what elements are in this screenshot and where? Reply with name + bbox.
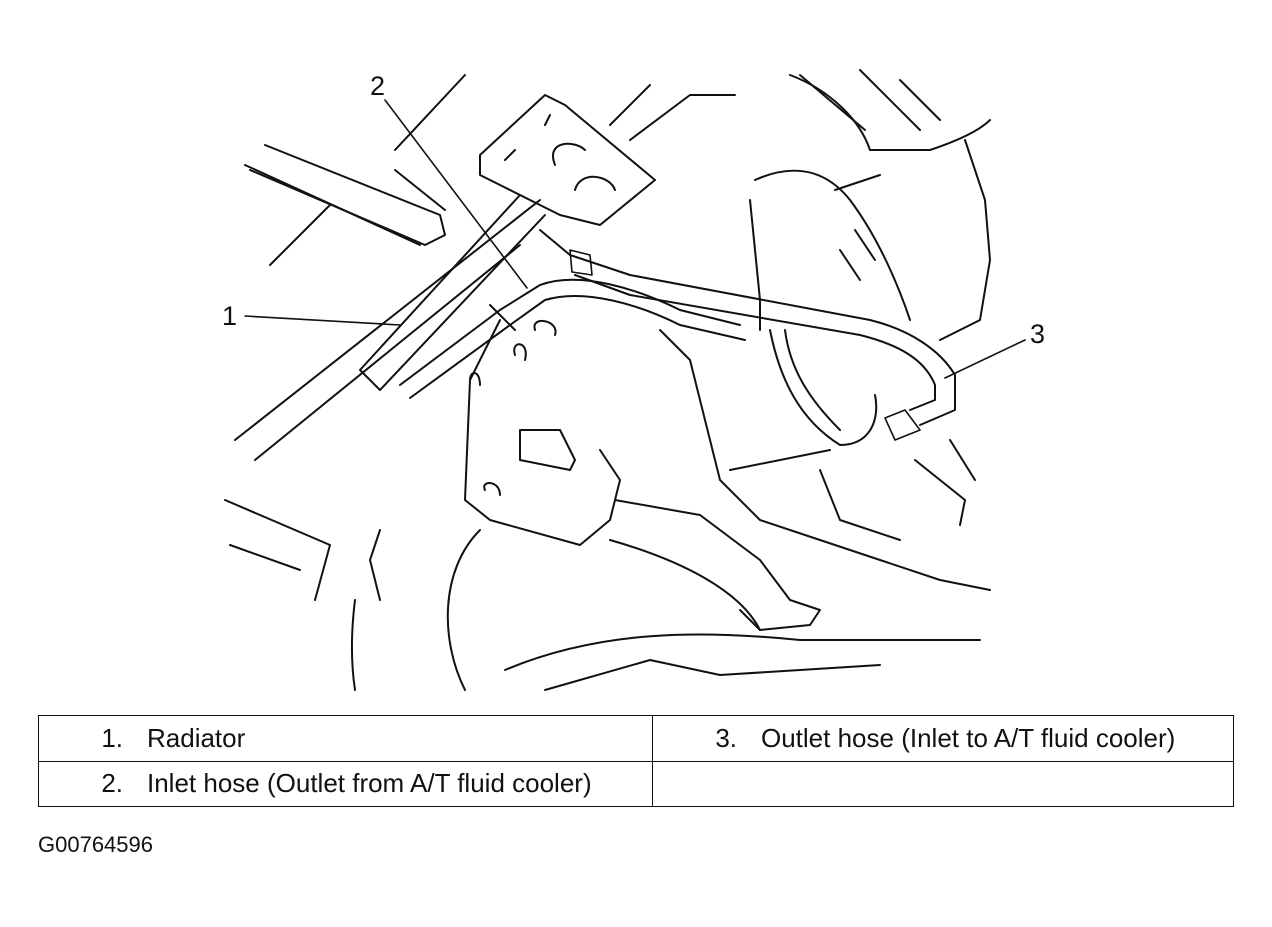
figure-id: G00764596 <box>38 832 153 857</box>
legend-table: 1. Radiator 3. Outlet hose (Inlet to A/T f… <box>38 715 1234 807</box>
legend-text: Inlet hose (Outlet from A/T fluid cooler… <box>147 768 592 799</box>
radiator-outline <box>224 74 546 601</box>
legend-number: 3. <box>715 722 737 753</box>
transmission-body <box>350 319 991 691</box>
engine-bay-line-drawing <box>224 69 1026 691</box>
legend-cell: 2. Inlet hose (Outlet from A/T fluid cool… <box>38 760 653 807</box>
legend-number: 1. <box>101 722 123 753</box>
legend-text: Outlet hose (Inlet to A/T fluid cooler) <box>761 722 1176 753</box>
legend-cell: 1. Radiator <box>38 715 653 762</box>
legend-number: 2. <box>101 768 123 799</box>
legend-row: 1. Radiator 3. Outlet hose (Inlet to A/T f… <box>38 715 1234 762</box>
legend-cell <box>652 760 1234 807</box>
legend-row: 2. Inlet hose (Outlet from A/T fluid cool… <box>38 760 1234 807</box>
outlet-hose <box>539 229 956 441</box>
callout-2: 2 <box>370 71 386 101</box>
engine-block-outline <box>749 69 991 541</box>
inlet-hose <box>399 278 746 399</box>
mounting-bracket <box>479 84 736 226</box>
callout-leaders <box>244 99 1026 379</box>
legend-text: Radiator <box>147 722 246 753</box>
callout-1: 1 <box>222 301 238 331</box>
legend-cell: 3. Outlet hose (Inlet to A/T fluid cooler… <box>652 715 1234 762</box>
callout-3: 3 <box>1030 319 1046 349</box>
